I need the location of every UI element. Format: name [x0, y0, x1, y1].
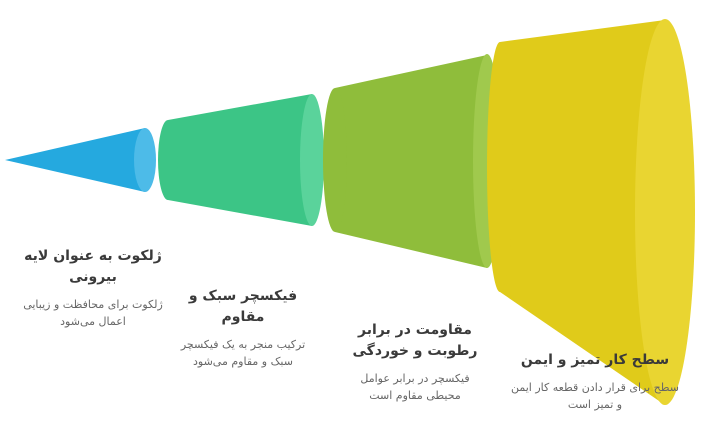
stage-1-title: ژلکوت به عنوان لایه بیرونی	[24, 248, 162, 285]
stage-2-cone	[158, 94, 324, 226]
stage-4-title: سطح کار تمیز و ایمن	[520, 352, 670, 368]
stage-1-label: ژلکوت به عنوان لایه بیرونی ژلکوت برای مح…	[8, 246, 178, 330]
stage-3-title: مقاومت در برابر رطوبت و خوردگی	[352, 322, 478, 359]
stage-4-cone	[487, 19, 695, 405]
stage-2-title: فیکسچر سبک و مقاوم	[188, 288, 298, 325]
stage-3-description: فیکسچر در برابر عوامل محیطی مقاوم است	[360, 372, 470, 402]
stage-3-cone	[323, 54, 501, 268]
stage-2-description: ترکیب منجر به یک فیکسچر سبک و مقاوم می‌ش…	[180, 338, 306, 368]
stage-3-label: مقاومت در برابر رطوبت و خوردگی فیکسچر در…	[345, 320, 485, 404]
stage-4-label: سطح کار تمیز و ایمن سطح برای قرار دادن ق…	[510, 350, 680, 413]
stage-4-description: سطح برای قرار دادن قطعه کار ایمن و تمیز …	[511, 381, 679, 411]
stage-1-cone	[5, 128, 156, 192]
stage-2-label: فیکسچر سبک و مقاوم ترکیب منجر به یک فیکس…	[178, 286, 308, 370]
stage-1-description: ژلکوت برای محافظت و زیبایی اعمال می‌شود	[23, 298, 163, 328]
